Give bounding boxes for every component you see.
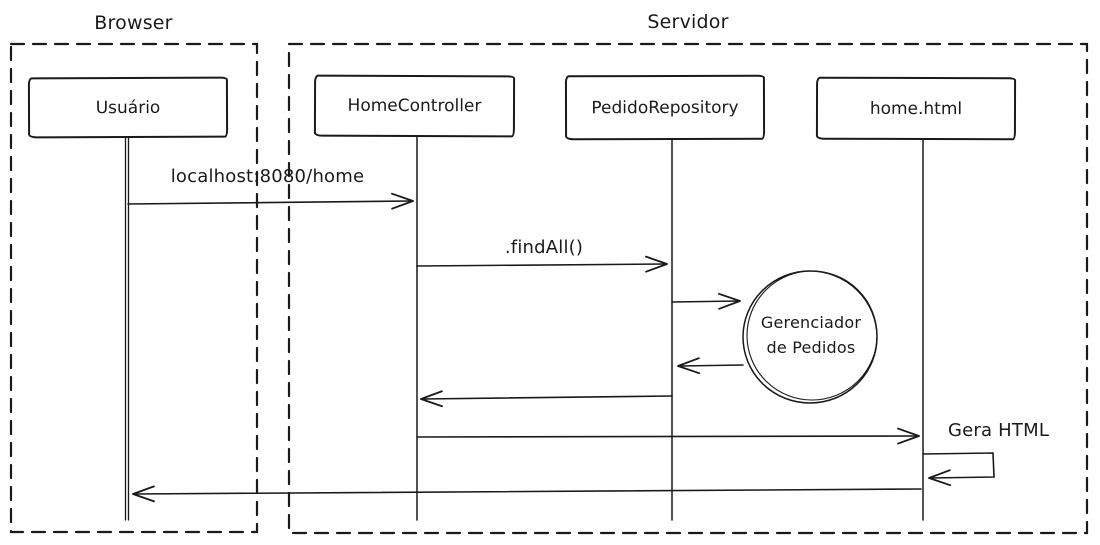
actor-pedido-repository-label: PedidoRepository <box>591 97 739 118</box>
gerenciador-circle-inner <box>746 270 878 401</box>
arrow-gera-html <box>416 427 920 445</box>
servidor-frame <box>287 42 1089 535</box>
arrow-findall <box>416 255 668 273</box>
actor-home-controller: HomeController <box>313 74 516 138</box>
group-label-browser: Browser <box>94 12 173 34</box>
gerenciador-node-line1: Gerenciador <box>760 313 862 332</box>
gerenciador-node-line2: de Pedidos <box>766 337 856 357</box>
actor-usuario: Usuário <box>27 76 229 139</box>
self-loop-home-html <box>922 452 995 487</box>
arrow-request <box>127 192 414 210</box>
gerenciador-node-label: Gerenciador de Pedidos <box>744 311 878 361</box>
message-label-gera-html: Gera HTML <box>948 420 1050 441</box>
browser-frame <box>9 42 259 534</box>
actor-pedido-repository: PedidoRepository <box>564 74 766 141</box>
actor-usuario-label: Usuário <box>95 97 161 118</box>
group-label-servidor: Servidor <box>647 11 729 33</box>
message-label-request: localhost:8080/home <box>170 166 365 187</box>
arrow-from-gerenciador <box>677 357 744 375</box>
actor-home-html-label: home.html <box>869 98 963 119</box>
actor-home-html: home.html <box>815 76 1017 141</box>
message-label-findall: .findAll() <box>504 237 584 258</box>
arrow-response-to-usuario <box>132 485 922 503</box>
actor-home-controller-label: HomeController <box>347 95 482 117</box>
arrow-return-to-controller <box>420 390 673 408</box>
arrow-to-gerenciador <box>671 292 741 310</box>
